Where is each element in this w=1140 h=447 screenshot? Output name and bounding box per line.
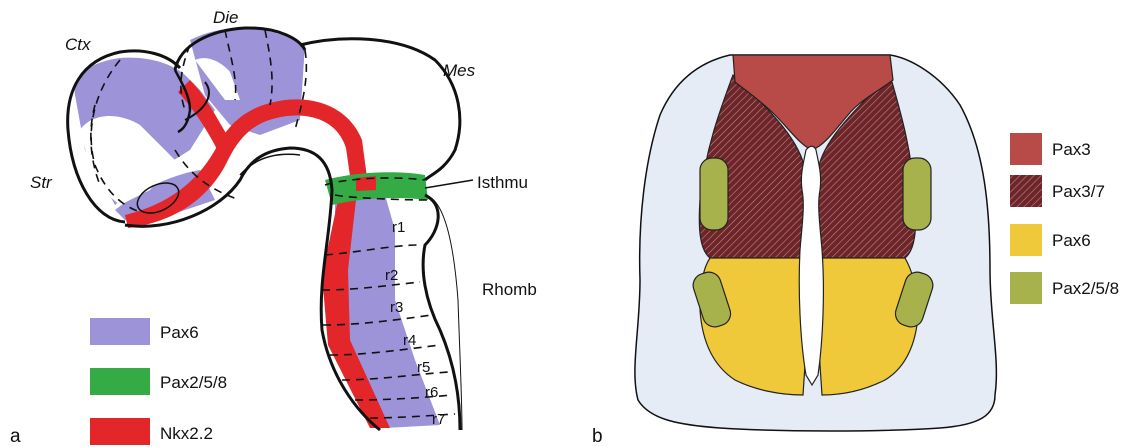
panel-b-neural-tube-section: Pax3 Pax3/7 Pax6 Pax2/5/8 b bbox=[592, 55, 1119, 447]
legend-b-swatch-pax6 bbox=[1010, 224, 1042, 256]
legend-b-swatch-pax37 bbox=[1010, 175, 1042, 207]
isthmus-pointer-line bbox=[425, 180, 473, 188]
label-r2: r2 bbox=[385, 267, 398, 284]
label-r3: r3 bbox=[390, 299, 403, 316]
label-rhomb: Rhomb bbox=[482, 280, 537, 299]
pax258-right-upper-patch bbox=[903, 158, 931, 230]
legend-a-swatch-pax6 bbox=[90, 318, 150, 345]
legend-a-swatch-pax258 bbox=[90, 368, 150, 395]
panel-b-letter: b bbox=[592, 426, 603, 447]
label-r7: r7 bbox=[432, 411, 445, 428]
legend-a-label-pax258: Pax2/5/8 bbox=[160, 373, 227, 392]
legend-b-label-pax37: Pax3/7 bbox=[1052, 182, 1105, 201]
label-r1: r1 bbox=[392, 219, 405, 236]
legend-b-swatch-pax258 bbox=[1010, 272, 1042, 304]
label-ctx: Ctx bbox=[65, 35, 91, 54]
legend-a-swatch-nkx22 bbox=[90, 418, 150, 445]
legend-b: Pax3 Pax3/7 Pax6 Pax2/5/8 bbox=[1010, 133, 1119, 304]
legend-b-label-pax258: Pax2/5/8 bbox=[1052, 279, 1119, 298]
panel-a-letter: a bbox=[10, 426, 21, 447]
label-isthmus: Isthmu bbox=[477, 173, 528, 192]
legend-a-label-nkx22: Nkx2.2 bbox=[160, 424, 213, 443]
label-str: Str bbox=[30, 173, 53, 192]
legend-b-label-pax6: Pax6 bbox=[1052, 231, 1091, 250]
legend-a-label-pax6: Pax6 bbox=[160, 323, 199, 342]
legend-a: Pax6 Pax2/5/8 Nkx2.2 bbox=[90, 318, 227, 445]
label-mes: Mes bbox=[443, 61, 476, 80]
label-r4: r4 bbox=[403, 332, 416, 349]
neural-tube-lumen bbox=[799, 146, 823, 385]
label-r6: r6 bbox=[425, 384, 438, 401]
label-r5: r5 bbox=[417, 359, 430, 376]
legend-b-label-pax3: Pax3 bbox=[1052, 140, 1091, 159]
legend-b-swatch-pax3 bbox=[1010, 133, 1042, 165]
label-die: Die bbox=[213, 8, 239, 27]
panel-a-brain-diagram: Ctx Die Mes Str Isthmu Rhomb r1 r2 r3 r4… bbox=[10, 8, 537, 447]
pax258-left-upper-patch bbox=[700, 158, 728, 230]
